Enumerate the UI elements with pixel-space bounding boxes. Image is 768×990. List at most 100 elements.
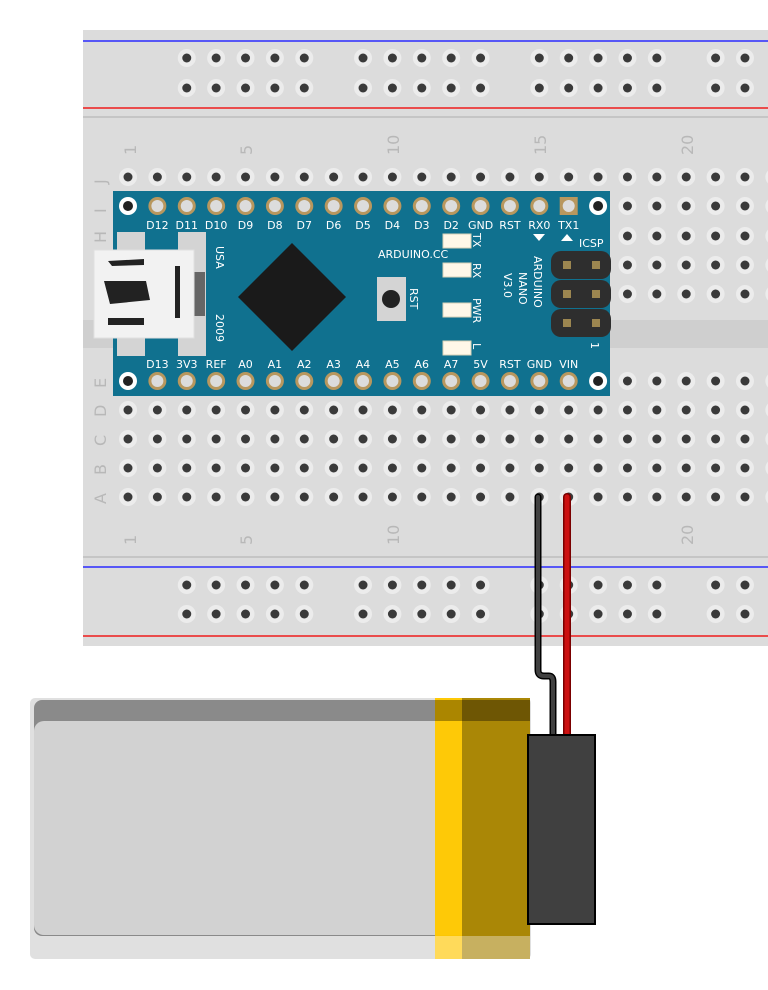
breadboard-hole[interactable] [647,285,666,303]
pin-a5[interactable] [383,372,402,390]
breadboard-hole[interactable] [706,285,725,303]
breadboard-hole[interactable] [735,168,754,186]
breadboard-hole[interactable] [647,49,666,67]
breadboard-hole[interactable] [677,197,696,215]
breadboard-hole[interactable] [119,401,137,419]
breadboard-hole[interactable] [618,79,637,97]
breadboard-hole[interactable] [177,459,196,477]
breadboard-hole[interactable] [589,488,608,506]
breadboard-hole[interactable] [471,401,490,419]
breadboard-hole[interactable] [295,576,314,594]
breadboard-hole[interactable] [383,576,402,594]
breadboard-hole[interactable] [412,49,431,67]
breadboard-hole[interactable] [735,227,754,245]
breadboard-hole[interactable] [647,488,666,506]
breadboard-hole[interactable] [442,488,461,506]
breadboard-hole[interactable] [265,79,284,97]
breadboard-hole[interactable] [207,488,226,506]
breadboard-hole[interactable] [295,168,314,186]
breadboard-hole[interactable] [530,168,549,186]
breadboard-hole[interactable] [471,576,490,594]
breadboard-hole[interactable] [559,459,578,477]
icsp-pin[interactable] [563,319,571,327]
battery-connector[interactable] [527,734,596,925]
breadboard-hole[interactable] [295,79,314,97]
breadboard-hole[interactable] [618,430,637,448]
breadboard-hole[interactable] [589,401,608,419]
breadboard-hole[interactable] [442,49,461,67]
pin-a4[interactable] [354,372,373,390]
breadboard-hole[interactable] [471,79,490,97]
breadboard-hole[interactable] [735,576,754,594]
breadboard-hole[interactable] [383,459,402,477]
breadboard-hole[interactable] [412,459,431,477]
breadboard-hole[interactable] [354,576,373,594]
breadboard-hole[interactable] [383,605,402,623]
breadboard-hole[interactable] [412,79,431,97]
breadboard-hole[interactable] [735,430,754,448]
breadboard-hole[interactable] [618,256,637,274]
breadboard-hole[interactable] [618,49,637,67]
pin-a0[interactable] [236,372,255,390]
usb-connector[interactable] [93,249,195,339]
breadboard-hole[interactable] [589,459,608,477]
breadboard-hole[interactable] [471,488,490,506]
breadboard-hole[interactable] [765,197,768,215]
breadboard-hole[interactable] [412,576,431,594]
pin-d11[interactable] [177,197,196,215]
breadboard-hole[interactable] [295,488,314,506]
breadboard-hole[interactable] [207,79,226,97]
breadboard-hole[interactable] [236,576,255,594]
pin-a1[interactable] [265,372,284,390]
breadboard-hole[interactable] [765,285,768,303]
breadboard-hole[interactable] [677,401,696,419]
breadboard-hole[interactable] [765,401,768,419]
breadboard-hole[interactable] [706,401,725,419]
pin-d8[interactable] [265,197,284,215]
pin-a2[interactable] [295,372,314,390]
breadboard-hole[interactable] [354,49,373,67]
breadboard-hole[interactable] [471,605,490,623]
icsp-pin[interactable] [592,290,600,298]
breadboard-hole[interactable] [706,256,725,274]
pin-a6[interactable] [412,372,431,390]
breadboard-hole[interactable] [706,488,725,506]
breadboard-hole[interactable] [735,372,754,390]
pin-gnd[interactable] [530,372,549,390]
pin-rx0[interactable] [530,197,549,215]
icsp-pin[interactable] [563,261,571,269]
breadboard-hole[interactable] [236,168,255,186]
breadboard-hole[interactable] [295,401,314,419]
breadboard-hole[interactable] [706,459,725,477]
breadboard-hole[interactable] [442,430,461,448]
breadboard-hole[interactable] [236,488,255,506]
breadboard-hole[interactable] [647,430,666,448]
breadboard-hole[interactable] [618,459,637,477]
breadboard-hole[interactable] [530,459,549,477]
breadboard-hole[interactable] [618,168,637,186]
breadboard-hole[interactable] [354,401,373,419]
breadboard-hole[interactable] [706,79,725,97]
breadboard-hole[interactable] [354,459,373,477]
breadboard-hole[interactable] [354,605,373,623]
pin-d4[interactable] [383,197,402,215]
breadboard-hole[interactable] [500,168,519,186]
breadboard-hole[interactable] [354,430,373,448]
breadboard-hole[interactable] [265,488,284,506]
breadboard-hole[interactable] [412,168,431,186]
breadboard-hole[interactable] [177,430,196,448]
breadboard-hole[interactable] [589,576,608,594]
breadboard-hole[interactable] [677,372,696,390]
breadboard-hole[interactable] [412,605,431,623]
breadboard-hole[interactable] [383,79,402,97]
breadboard-hole[interactable] [324,430,343,448]
breadboard-hole[interactable] [265,430,284,448]
breadboard-hole[interactable] [618,401,637,419]
breadboard-hole[interactable] [677,256,696,274]
breadboard-hole[interactable] [295,459,314,477]
breadboard-hole[interactable] [559,401,578,419]
breadboard-hole[interactable] [236,430,255,448]
breadboard-hole[interactable] [647,401,666,419]
breadboard-hole[interactable] [735,401,754,419]
